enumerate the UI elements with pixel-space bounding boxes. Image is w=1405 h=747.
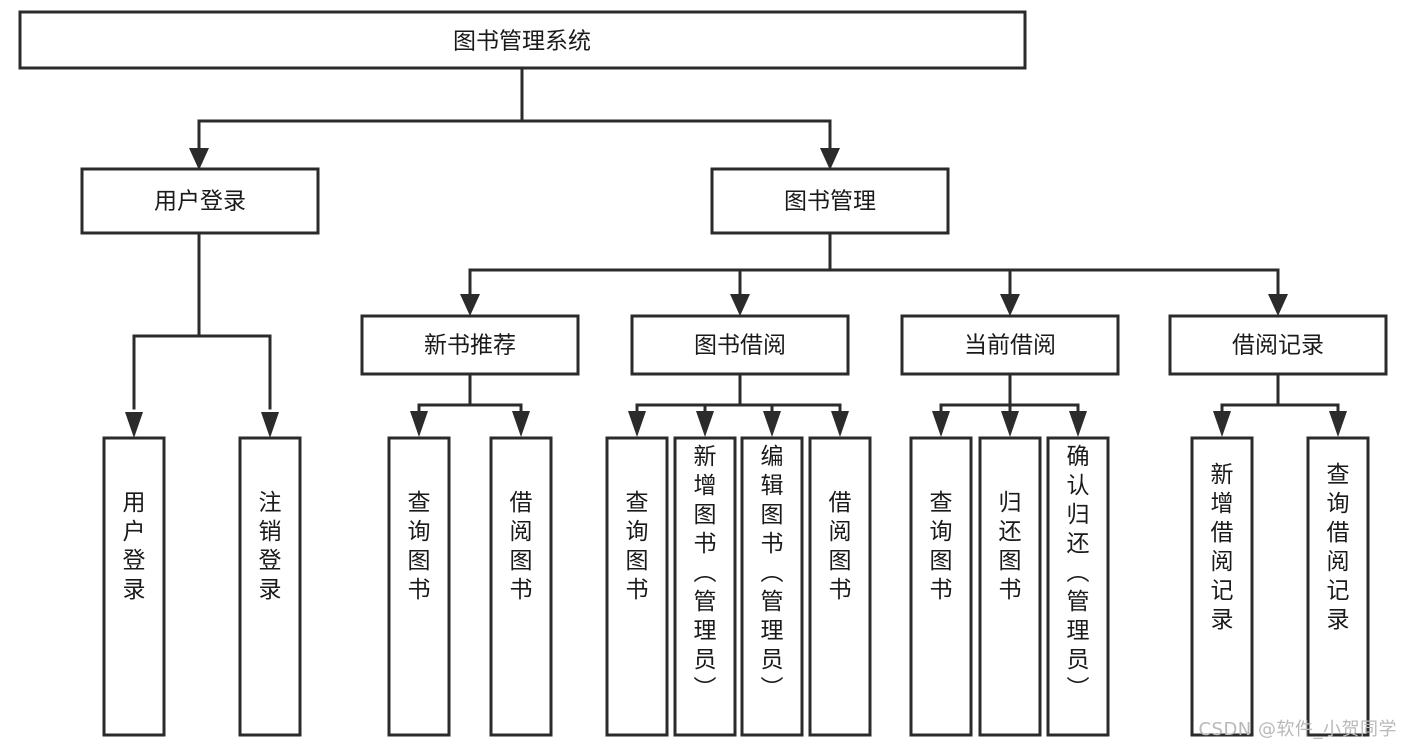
arrowhead-leaf-query-book-1 [410, 411, 428, 437]
leaf-edit-book-box[interactable] [740, 436, 804, 737]
node-book-borrow-label: 图书借阅 [694, 333, 786, 359]
node-root-box[interactable] [18, 10, 1027, 70]
leaf-confirm-return-label: 确认归还︵管理员︶ [1067, 444, 1090, 702]
leaf-borrow-book-2[interactable]: 借阅图书 [808, 436, 872, 737]
arrowhead-new-book-recommend [460, 294, 480, 316]
leaf-logout[interactable]: 注销登录 [238, 436, 302, 737]
leaf-borrow-book-1[interactable]: 借阅图书 [489, 436, 553, 737]
leaf-edit-book[interactable]: 编辑图书︵管理员︶ [740, 436, 804, 737]
leaf-query-record-box[interactable] [1306, 436, 1370, 737]
arrowhead-leaf-add-record [1213, 411, 1231, 437]
arrowhead-leaf-user-login [125, 412, 143, 438]
arrowhead-leaf-query-book-2 [628, 411, 646, 437]
leaf-user-login-label: 用户登录 [123, 490, 146, 603]
node-root-label: 图书管理系统 [453, 29, 591, 55]
arrowhead-leaf-edit-book [763, 411, 781, 437]
node-book-borrow-box[interactable] [630, 314, 850, 376]
leaf-borrow-book-1-label: 借阅图书 [510, 490, 533, 603]
leaf-confirm-return-box[interactable] [1046, 436, 1110, 737]
leaf-add-book-box[interactable] [673, 436, 737, 737]
node-new-book-recommend[interactable]: 新书推荐 [360, 314, 580, 376]
arrowhead-leaf-borrow-book-2 [831, 411, 849, 437]
leaf-query-book-1-label: 查询图书 [408, 490, 431, 603]
node-book-management-label: 图书管理 [784, 189, 876, 215]
leaf-add-book-label: 新增图书︵管理员︶ [694, 444, 717, 702]
node-root[interactable]: 图书管理系统 [18, 10, 1027, 70]
node-current-borrow-box[interactable] [900, 314, 1120, 376]
arrowhead-leaf-add-book [696, 411, 714, 437]
leaf-edit-book-label: 编辑图书︵管理员︶ [761, 444, 784, 702]
leaf-add-record[interactable]: 新增借阅记录 [1190, 436, 1254, 737]
node-book-management-box[interactable] [710, 167, 950, 235]
leaf-add-record-box[interactable] [1190, 436, 1254, 737]
leaf-return-book[interactable]: 归还图书 [978, 436, 1042, 737]
leaf-confirm-return[interactable]: 确认归还︵管理员︶ [1046, 436, 1110, 737]
connector-group [132, 66, 1340, 414]
arrowhead-user-login [189, 148, 209, 170]
leaf-borrow-book-1-box[interactable] [489, 436, 553, 737]
leaf-query-book-2-label: 查询图书 [626, 490, 649, 603]
node-book-management[interactable]: 图书管理 [710, 167, 950, 235]
arrowhead-borrow-record [1268, 294, 1288, 316]
leaf-add-book[interactable]: 新增图书︵管理员︶ [673, 436, 737, 737]
leaf-logout-box[interactable] [238, 436, 302, 737]
leaf-query-record-label: 查询借阅记录 [1327, 462, 1350, 633]
leaf-query-record[interactable]: 查询借阅记录 [1306, 436, 1370, 737]
csdn-watermark: CSDN @软件_小贺同学 [1198, 719, 1397, 740]
leaf-query-book-3[interactable]: 查询图书 [909, 436, 973, 737]
node-current-borrow-label: 当前借阅 [964, 333, 1056, 359]
node-borrow-record-box[interactable] [1168, 314, 1388, 376]
arrowhead-leaf-confirm-return [1069, 411, 1087, 437]
leaf-query-book-2-box[interactable] [605, 436, 669, 737]
arrowhead-leaf-return-book [1001, 411, 1019, 437]
leaf-user-login-box[interactable] [102, 436, 166, 737]
arrowhead-leaf-borrow-book-1 [512, 411, 530, 437]
node-current-borrow[interactable]: 当前借阅 [900, 314, 1120, 376]
leaf-borrow-book-2-box[interactable] [808, 436, 872, 737]
node-user-login[interactable]: 用户登录 [80, 167, 320, 235]
leaf-logout-label: 注销登录 [259, 490, 282, 603]
arrowhead-current-borrow [1000, 294, 1020, 316]
node-new-book-recommend-label: 新书推荐 [424, 333, 516, 359]
node-user-login-label: 用户登录 [154, 189, 246, 215]
node-user-login-box[interactable] [80, 167, 320, 235]
arrowhead-group [125, 148, 1347, 438]
arrowhead-leaf-query-book-3 [932, 411, 950, 437]
node-new-book-recommend-box[interactable] [360, 314, 580, 376]
node-borrow-record[interactable]: 借阅记录 [1168, 314, 1388, 376]
leaf-return-book-box[interactable] [978, 436, 1042, 737]
leaf-borrow-book-2-label: 借阅图书 [829, 490, 852, 603]
leaf-query-book-2[interactable]: 查询图书 [605, 436, 669, 737]
arrowhead-book-borrow [730, 294, 750, 316]
arrowhead-book-management [820, 148, 840, 170]
node-borrow-record-label: 借阅记录 [1232, 333, 1324, 359]
arrowhead-leaf-logout [261, 412, 279, 438]
leaf-query-book-3-label: 查询图书 [930, 490, 953, 603]
node-book-borrow[interactable]: 图书借阅 [630, 314, 850, 376]
arrowhead-leaf-query-record [1329, 411, 1347, 437]
leaf-user-login[interactable]: 用户登录 [102, 436, 166, 737]
leaf-return-book-label: 归还图书 [999, 490, 1022, 603]
leaf-query-book-1-box[interactable] [387, 436, 451, 737]
leaf-query-book-3-box[interactable] [909, 436, 973, 737]
leaf-query-book-1[interactable]: 查询图书 [387, 436, 451, 737]
leaf-add-record-label: 新增借阅记录 [1211, 462, 1234, 633]
